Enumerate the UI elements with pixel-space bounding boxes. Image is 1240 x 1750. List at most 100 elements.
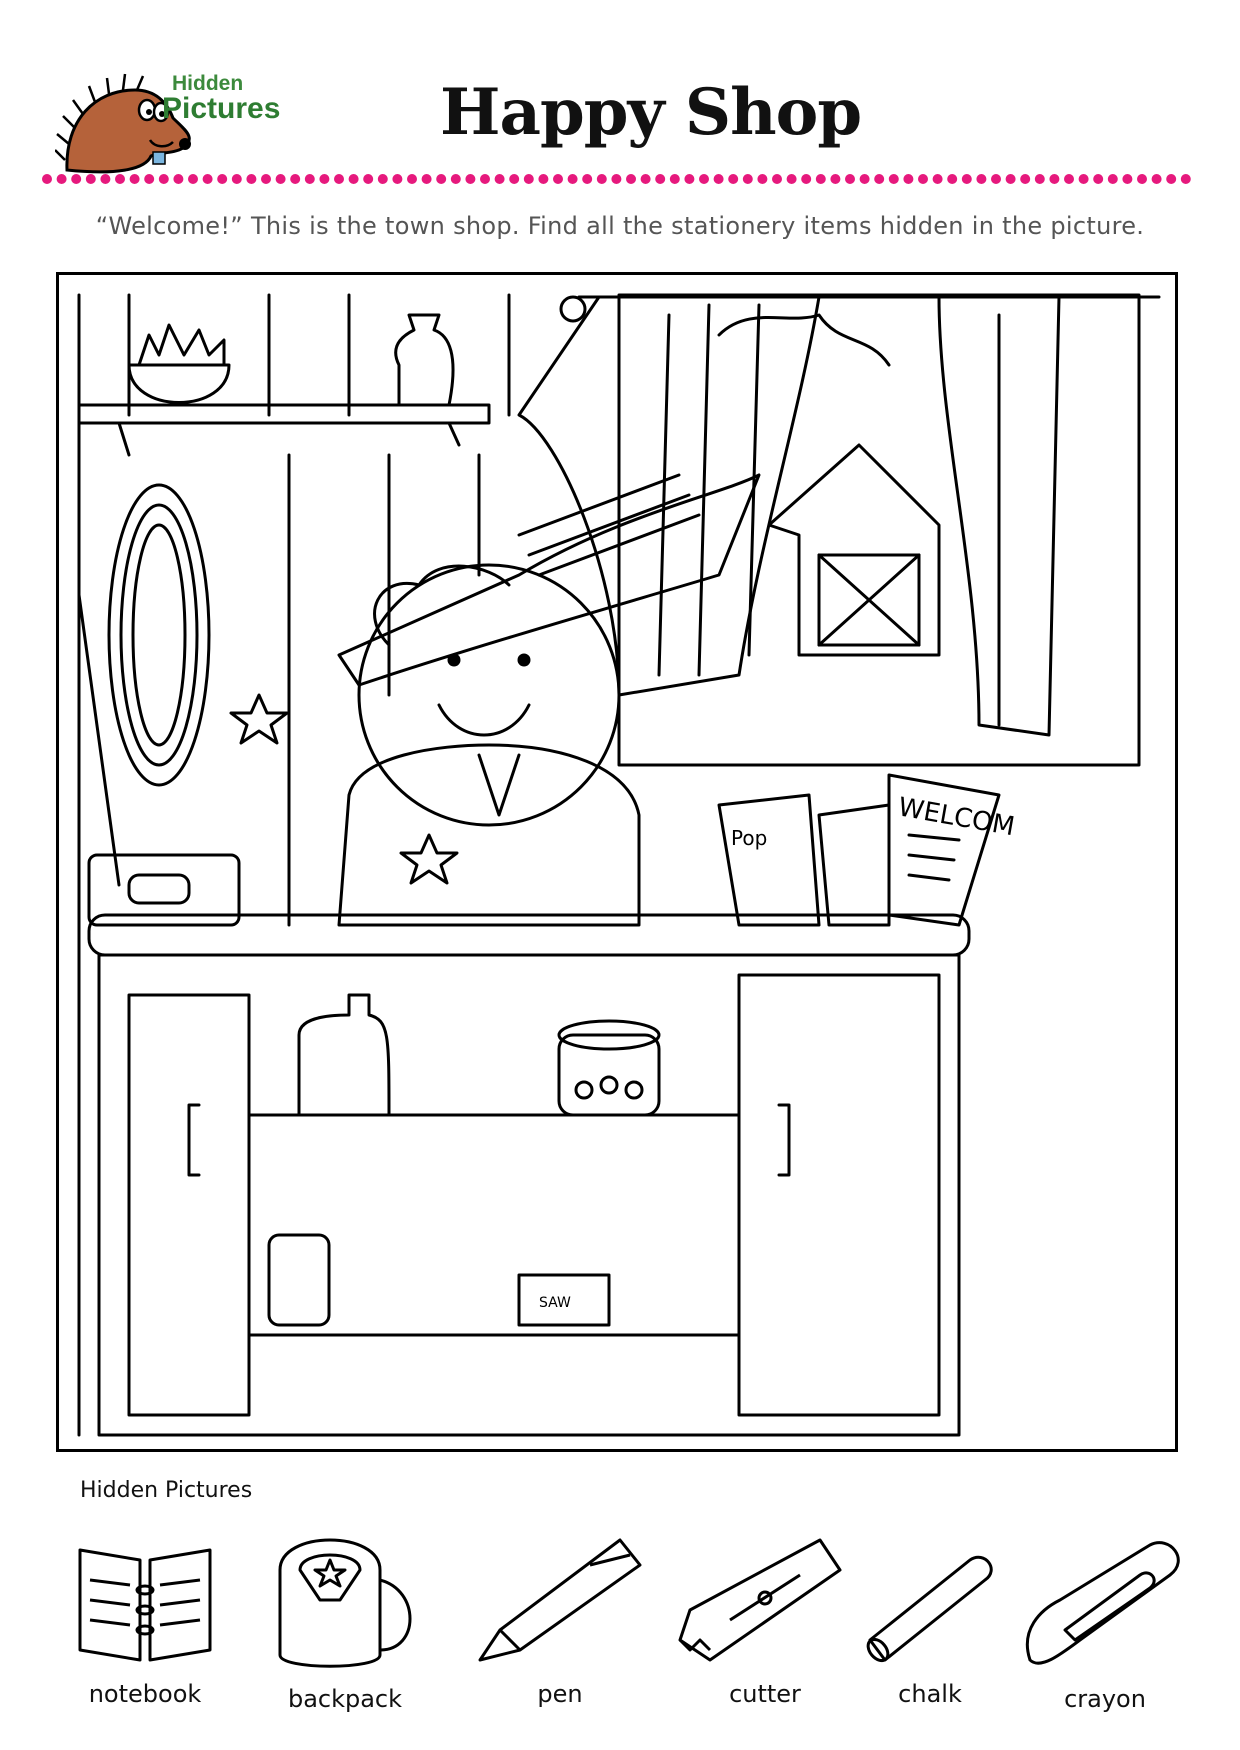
legend-label-notebook: notebook [88, 1680, 202, 1708]
divider-dot [42, 174, 52, 184]
dotted-divider [42, 174, 1191, 184]
divider-dot [304, 174, 315, 184]
legend-label-crayon: crayon [1064, 1685, 1146, 1713]
divider-dot [1137, 174, 1147, 184]
divider-dot [290, 174, 301, 184]
divider-dot [319, 174, 330, 184]
brand-line-1: Hidden [172, 72, 244, 95]
divider-dot [158, 174, 169, 184]
divider-dot [334, 174, 344, 184]
divider-dot [874, 174, 885, 184]
divider-dot [786, 174, 797, 184]
divider-dot [567, 174, 578, 184]
divider-dot [553, 174, 563, 184]
divider-dot [261, 174, 271, 184]
divider-dot [699, 174, 709, 184]
divider-dot [1034, 174, 1045, 184]
divider-dot [407, 174, 417, 184]
page-title: Happy Shop [440, 75, 862, 150]
divider-dot [684, 174, 695, 184]
legend-item-chalk: chalk [860, 1530, 1000, 1730]
divider-dot [991, 174, 1001, 184]
divider-dot [728, 174, 739, 184]
instructions-text: “Welcome!” This is the town shop. Find a… [95, 212, 1145, 240]
divider-dot [450, 174, 461, 184]
divider-dot [421, 174, 432, 184]
divider-dot [480, 174, 490, 184]
divider-dot [348, 174, 359, 184]
divider-dot [932, 174, 943, 184]
divider-dot [640, 174, 651, 184]
divider-dot [772, 174, 782, 184]
divider-dot [596, 174, 607, 184]
divider-dot [100, 174, 111, 184]
divider-dot [85, 174, 96, 184]
divider-dot [538, 174, 549, 184]
legend-label-pen: pen [537, 1680, 583, 1708]
divider-dot [742, 174, 753, 184]
legend-label-backpack: backpack [287, 1685, 403, 1713]
divider-dot [129, 174, 140, 184]
popcorn-label: Pop [731, 826, 767, 850]
divider-dot [961, 174, 972, 184]
divider-dot [231, 174, 242, 184]
legend-title: Hidden Pictures [80, 1478, 253, 1503]
legend-item-pen: pen [470, 1530, 650, 1730]
divider-dot [1107, 174, 1118, 184]
divider-dot [1049, 174, 1060, 184]
divider-dot [115, 174, 125, 184]
legend-item-backpack: backpack [270, 1530, 420, 1730]
divider-dot [494, 174, 505, 184]
cutter-icon [678, 1538, 842, 1662]
hedgehog-mascot-icon [54, 73, 191, 174]
divider-dot [903, 174, 914, 184]
brand-line-2: Pictures [162, 92, 281, 125]
divider-dot [1122, 174, 1133, 184]
divider-dot [1005, 174, 1016, 184]
divider-dot [275, 174, 286, 184]
box-label: SAW [539, 1295, 571, 1311]
divider-dot [188, 174, 198, 184]
divider-dot [1180, 174, 1191, 184]
divider-dot [845, 174, 855, 184]
backpack-icon [278, 1538, 412, 1668]
divider-dot [246, 174, 257, 184]
divider-dot [1151, 174, 1162, 184]
legend-item-cutter: cutter [670, 1530, 860, 1730]
divider-dot [611, 174, 622, 184]
legend-item-notebook: notebook [70, 1530, 220, 1730]
divider-dot [377, 174, 388, 184]
divider-dot [509, 174, 520, 184]
chalk-icon [866, 1556, 993, 1663]
divider-dot [947, 174, 958, 184]
divider-dot [582, 174, 593, 184]
crayon-icon [1025, 1541, 1180, 1665]
coloring-scene: WELCOM Pop SAW [56, 272, 1178, 1452]
divider-dot [859, 174, 870, 184]
divider-dot [713, 174, 724, 184]
divider-dot [523, 174, 534, 184]
legend-label-chalk: chalk [898, 1680, 962, 1708]
divider-dot [173, 174, 184, 184]
divider-dot [655, 174, 666, 184]
legend-label-cutter: cutter [729, 1680, 801, 1708]
divider-dot [1093, 174, 1104, 184]
divider-dot [217, 174, 228, 184]
divider-dot [202, 174, 213, 184]
divider-dot [1078, 174, 1089, 184]
divider-dot [465, 174, 476, 184]
legend-item-crayon: crayon [1020, 1530, 1190, 1730]
divider-dot [976, 174, 987, 184]
divider-dot [888, 174, 899, 184]
brand-logo [54, 40, 355, 180]
divider-dot [363, 174, 374, 184]
divider-dot [815, 174, 826, 184]
shop-illustration: WELCOM Pop SAW [77, 293, 1161, 1437]
divider-dot [918, 174, 928, 184]
divider-dot [1166, 174, 1177, 184]
divider-dot [144, 174, 155, 184]
divider-dot [56, 174, 67, 184]
divider-dot [669, 174, 680, 184]
divider-dot [71, 174, 82, 184]
divider-dot [1020, 174, 1031, 184]
